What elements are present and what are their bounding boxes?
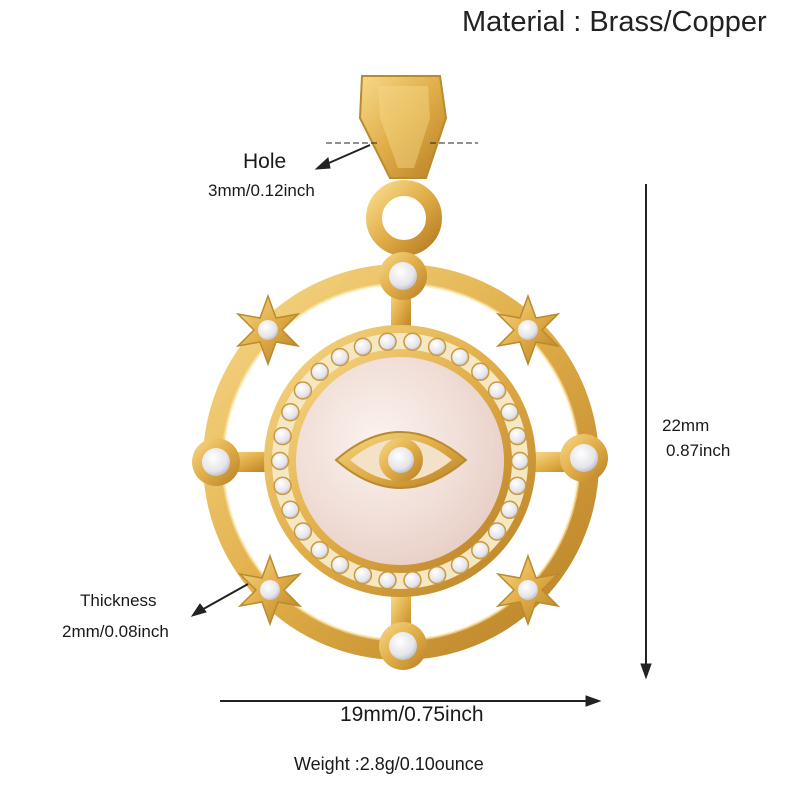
halo-crystal: [293, 381, 313, 400]
width-arrow: [220, 695, 602, 707]
halo-crystal: [378, 332, 397, 351]
halo-crystal: [450, 555, 470, 575]
halo-crystal: [330, 555, 350, 575]
halo-crystal: [330, 347, 350, 367]
halo-crystal: [510, 451, 530, 471]
halo-crystal: [353, 565, 373, 585]
bail: [358, 75, 448, 179]
bezel-stones: [192, 252, 608, 670]
halo-crystal: [508, 476, 527, 496]
halo-crystal: [487, 522, 507, 541]
height-arrow: [640, 184, 652, 680]
halo-crystal: [450, 347, 470, 367]
halo-crystal: [427, 565, 447, 585]
halo-crystal: [273, 476, 292, 496]
halo-crystal: [281, 500, 300, 520]
weight-label: Weight :2.8g/0.10ounce: [294, 754, 484, 774]
height-inch: 0.87inch: [666, 441, 731, 460]
jump-ring: [366, 180, 442, 256]
height-mm: 22mm: [662, 416, 710, 435]
halo-crystal: [508, 426, 527, 446]
material-label: Material : Brass/Copper: [462, 6, 767, 38]
halo-crystal: [471, 540, 490, 560]
halo-crystal: [403, 571, 422, 590]
halo-crystal: [427, 337, 447, 357]
halo-crystal: [500, 500, 519, 520]
halo-crystal: [281, 402, 300, 422]
halo-crystal: [500, 402, 519, 422]
halo-crystal: [270, 451, 290, 471]
hole-dimension-line: [314, 142, 478, 170]
evil-eye: [334, 431, 468, 489]
halo-crystal: [378, 571, 397, 590]
thickness-arrow: [190, 583, 249, 617]
halo-crystal: [403, 332, 422, 351]
halo-crystal: [293, 522, 313, 541]
hole-size: 3mm/0.12inch: [208, 181, 315, 200]
halo-crystal: [471, 362, 490, 382]
halo-crystal: [310, 362, 329, 382]
thickness-label: Thickness: [80, 591, 157, 610]
halo-crystal: [273, 426, 292, 446]
halo-crystal: [487, 381, 507, 400]
hole-label: Hole: [243, 150, 287, 173]
halo-crystal: [353, 337, 373, 357]
pave-crystal-halo: [270, 332, 530, 590]
width-label: 19mm/0.75inch: [340, 703, 484, 726]
thickness-size: 2mm/0.08inch: [62, 622, 169, 641]
halo-crystal: [310, 540, 329, 560]
